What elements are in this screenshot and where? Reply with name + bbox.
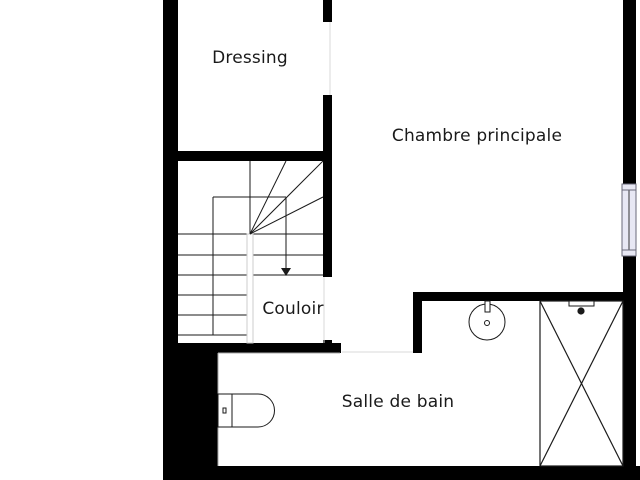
wall-right-top xyxy=(623,0,636,184)
wall-stair-right xyxy=(323,151,332,277)
walls xyxy=(163,0,640,480)
room-label-chambre-principale: Chambre principale xyxy=(391,126,563,146)
sink-icon xyxy=(468,300,506,341)
room-label-salle-de-bain: Salle de bain xyxy=(341,392,455,412)
window xyxy=(621,183,637,257)
wall-dressing-right-bottom xyxy=(323,95,332,159)
wall-dressing-right-top xyxy=(323,0,332,22)
toilet-icon xyxy=(217,393,275,428)
wall-bottom xyxy=(163,466,640,480)
room-label-dressing: Dressing xyxy=(212,48,288,68)
wall-bathroom-left xyxy=(413,292,422,353)
wall-couloir-bottom xyxy=(163,343,341,353)
stair-direction-arrow-icon xyxy=(281,268,291,276)
wall-bathroom-top xyxy=(413,292,636,301)
wall-dressing-bottom xyxy=(163,151,332,161)
wall-right-bottom xyxy=(623,256,636,480)
wall-block-bottom-left xyxy=(163,352,218,480)
room-label-couloir: Couloir xyxy=(262,299,324,319)
staircase xyxy=(178,160,324,344)
shower-icon xyxy=(539,300,624,467)
